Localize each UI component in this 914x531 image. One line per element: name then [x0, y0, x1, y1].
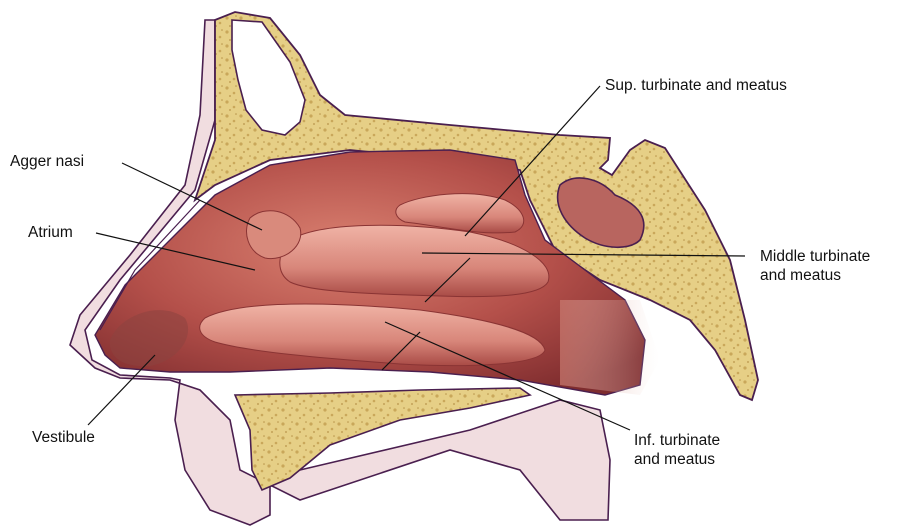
label-inf-turbinate-line2: and meatus	[634, 450, 720, 469]
label-atrium: Atrium	[28, 223, 73, 242]
label-middle-turbinate: Middle turbinate and meatus	[760, 247, 870, 285]
label-middle-turbinate-line2: and meatus	[760, 266, 870, 285]
label-middle-turbinate-line1: Middle turbinate	[760, 247, 870, 266]
label-vestibule: Vestibule	[32, 428, 95, 447]
label-sup-turbinate: Sup. turbinate and meatus	[605, 76, 787, 95]
label-inf-turbinate: Inf. turbinate and meatus	[634, 431, 720, 469]
nasopharynx-fade	[560, 300, 660, 395]
label-agger-nasi: Agger nasi	[10, 152, 84, 171]
label-inf-turbinate-line1: Inf. turbinate	[634, 431, 720, 450]
